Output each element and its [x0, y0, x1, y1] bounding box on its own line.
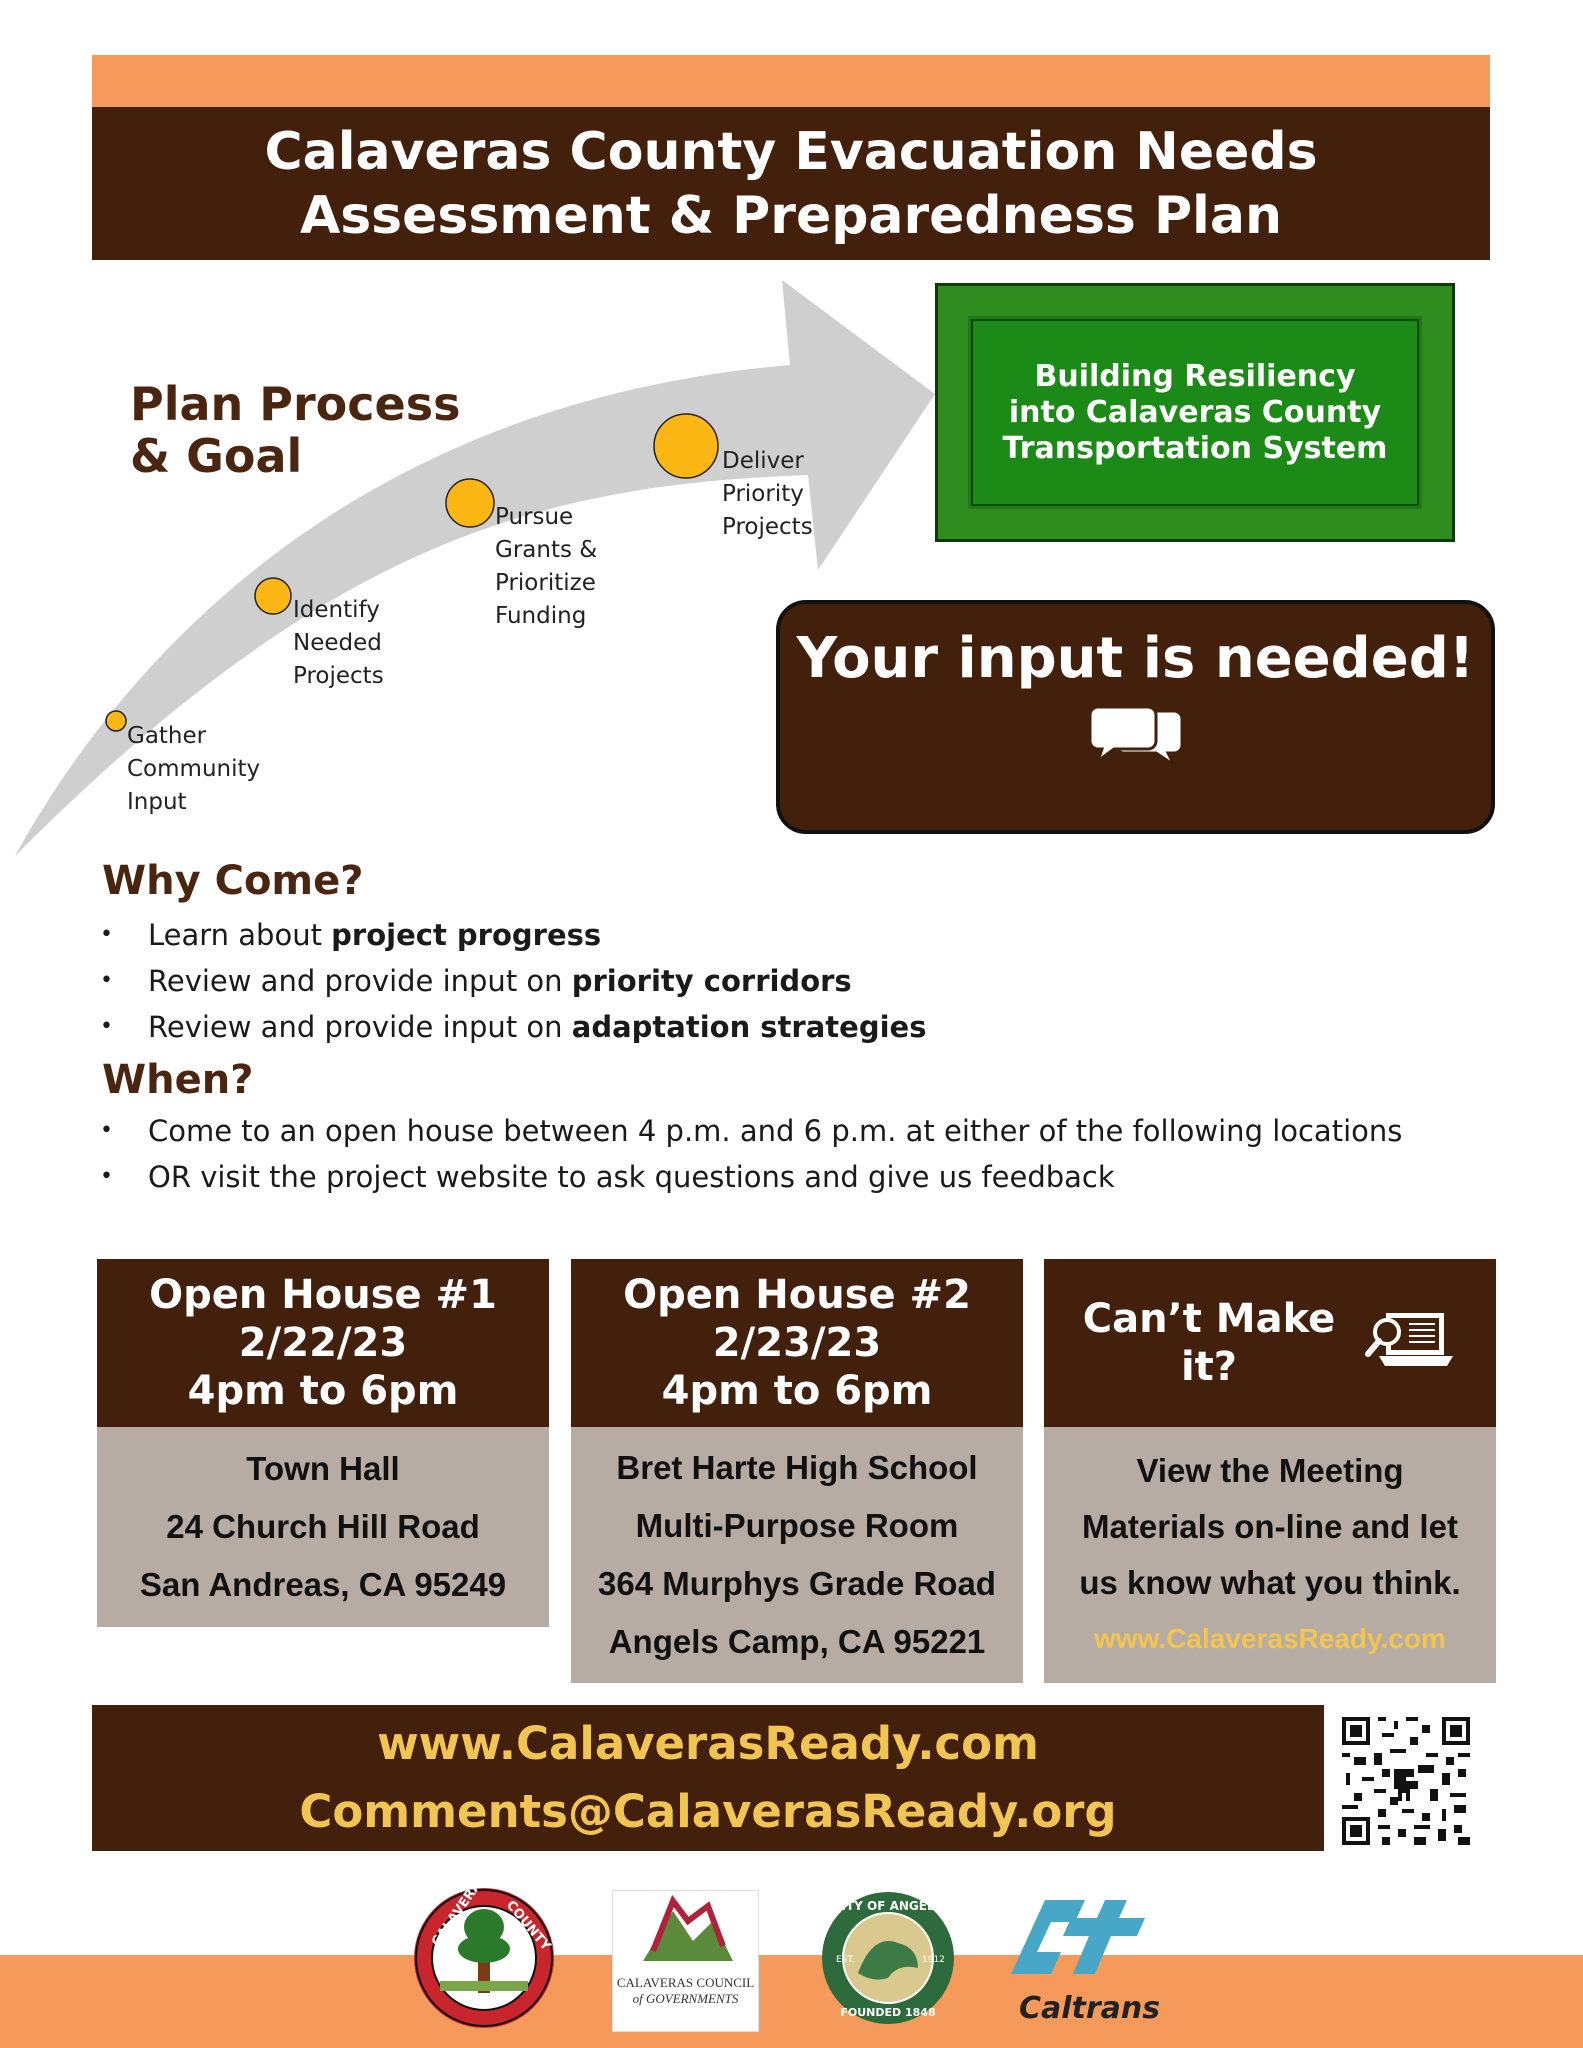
title-line-2: Assessment & Preparedness Plan: [299, 185, 1282, 246]
cog-line2: of GOVERNMENTS: [632, 1991, 739, 2006]
goal-line: into Calaveras County: [1008, 394, 1382, 430]
step-dot-3: [445, 478, 495, 528]
angels-top: CITY OF ANGELS: [833, 1899, 944, 1913]
step-text: Identify: [293, 597, 380, 623]
qr-code-icon[interactable]: [1338, 1713, 1474, 1849]
step-identify: Identify Needed Projects: [293, 594, 384, 693]
step-pursue: Pursue Grants & Prioritize Funding: [495, 501, 597, 633]
input-needed-banner: Your input is needed!: [776, 600, 1495, 834]
oh-time: 4pm to 6pm: [661, 1368, 933, 1414]
list-item: Review and provide input on adaptation s…: [100, 1004, 1400, 1050]
cant-make-it-title: Can’t Make it?: [1083, 1295, 1336, 1391]
oh-place: Town Hall: [246, 1450, 400, 1487]
body-line: View the Meeting: [1136, 1452, 1404, 1489]
oh-title: Open House #1: [149, 1272, 497, 1318]
item-bold: project progress: [331, 918, 602, 952]
oh-street: 24 Church Hill Road: [166, 1508, 480, 1545]
goal-line: Building Resiliency: [1034, 358, 1356, 394]
oh-title: Open House #2: [623, 1272, 971, 1318]
list-item: Learn about project progress: [100, 912, 1400, 958]
heading-line-1: Plan Process: [130, 377, 461, 431]
title-line: it?: [1180, 1344, 1238, 1390]
why-come-heading: Why Come?: [102, 858, 364, 904]
goal-text: Building Resiliency into Calaveras Count…: [971, 319, 1419, 506]
open-house-2-location: Bret Harte High School Multi-Purpose Roo…: [571, 1427, 1023, 1683]
cog-mark: [643, 1894, 733, 1961]
list-item: OR visit the project website to ask ques…: [100, 1158, 1420, 1196]
step-text: Grants &: [495, 537, 598, 563]
page-title: Calaveras County Evacuation Needs Assess…: [92, 107, 1490, 260]
heading-line-2: & Goal: [130, 429, 303, 483]
step-circles: [105, 413, 719, 732]
step-dot-1: [105, 710, 127, 732]
item-text: Review and provide input on: [148, 964, 572, 998]
list-item: Review and provide input on priority cor…: [100, 958, 1400, 1004]
chat-bubbles-icon: [1088, 705, 1183, 770]
plan-process-heading: Plan Process & Goal: [130, 378, 461, 482]
oh-room: Multi-Purpose Room: [635, 1507, 959, 1544]
bottom-orange-band: [0, 1955, 1583, 2048]
step-text: Deliver: [722, 448, 804, 474]
step-text: Gather: [127, 723, 207, 749]
calaveras-county-seal: CALAVERAS COUNTY: [414, 1883, 554, 2028]
body-line: us know what you think.: [1079, 1564, 1461, 1601]
email-link[interactable]: Comments@CalaverasReady.org: [299, 1785, 1117, 1838]
step-text: Pursue: [495, 504, 574, 530]
input-needed-text: Your input is needed!: [796, 626, 1475, 691]
top-orange-band: [92, 55, 1490, 107]
step-text: Projects: [722, 514, 813, 540]
oh-street: 364 Murphys Grade Road: [598, 1565, 996, 1602]
item-text: Review and provide input on: [148, 1010, 572, 1044]
when-list: Come to an open house between 4 p.m. and…: [100, 1112, 1420, 1196]
cant-make-it-body: View the Meeting Materials on-line and l…: [1044, 1427, 1496, 1683]
oh-city: San Andreas, CA 95249: [139, 1566, 507, 1603]
list-item: Come to an open house between 4 p.m. and…: [100, 1112, 1420, 1150]
open-house-1-location: Town Hall 24 Church Hill Road San Andrea…: [97, 1427, 549, 1627]
oh-city: Angels Camp, CA 95221: [608, 1623, 986, 1660]
step-dot-4: [653, 413, 719, 479]
oh-date: 2/23/23: [712, 1320, 882, 1366]
step-text: Projects: [293, 663, 384, 689]
step-text: Community: [127, 756, 261, 782]
oh-time: 4pm to 6pm: [187, 1368, 459, 1414]
body-line: Materials on-line and let: [1082, 1508, 1458, 1545]
title-line: Can’t Make: [1082, 1296, 1336, 1342]
item-bold: adaptation strategies: [571, 1010, 927, 1044]
city-of-angels-seal: CITY OF ANGELS FOUNDED 1848 EST. 1912: [822, 1892, 954, 2024]
when-heading: When?: [102, 1057, 254, 1103]
title-line-1: Calaveras County Evacuation Needs: [264, 121, 1318, 182]
step-text: Needed: [293, 630, 382, 656]
step-text: Funding: [495, 603, 587, 629]
step-text: Input: [127, 789, 187, 815]
cog-line1: CALAVERAS COUNCIL: [616, 1975, 755, 1990]
open-house-1-header: Open House #1 2/22/23 4pm to 6pm: [97, 1259, 549, 1427]
step-deliver: Deliver Priority Projects: [722, 445, 813, 544]
caltrans-logo: Caltrans: [1011, 1900, 1160, 2026]
item-text: Learn about: [148, 918, 332, 952]
item-bold: priority corridors: [571, 964, 852, 998]
goal-box: Building Resiliency into Calaveras Count…: [935, 283, 1455, 542]
website-link[interactable]: www.CalaverasReady.com: [1094, 1623, 1446, 1654]
cant-make-it-header: Can’t Make it?: [1044, 1259, 1496, 1427]
angels-right: 1912: [922, 1955, 945, 1965]
oh-date: 2/22/23: [238, 1320, 408, 1366]
step-gather: Gather Community Input: [127, 720, 260, 819]
website-link[interactable]: www.CalaverasReady.com: [377, 1717, 1039, 1770]
open-house-2-header: Open House #2 2/23/23 4pm to 6pm: [571, 1259, 1023, 1427]
cog-logo: CALAVERAS COUNCIL of GOVERNMENTS: [612, 1890, 759, 2032]
goal-line: Transportation System: [1002, 430, 1388, 466]
caltrans-wordmark: Caltrans: [1019, 1991, 1160, 2026]
oh-place: Bret Harte High School: [616, 1449, 978, 1486]
step-text: Prioritize: [495, 570, 596, 596]
laptop-search-icon: [1365, 1313, 1454, 1366]
angels-left: EST.: [836, 1955, 855, 1965]
angels-bottom: FOUNDED 1848: [840, 2006, 935, 2019]
why-come-list: Learn about project progress Review and …: [100, 912, 1400, 1050]
contact-bar: www.CalaverasReady.com Comments@Calavera…: [92, 1705, 1324, 1851]
step-text: Priority: [722, 481, 804, 507]
step-dot-2: [254, 577, 292, 615]
process-arrow: [15, 280, 935, 856]
